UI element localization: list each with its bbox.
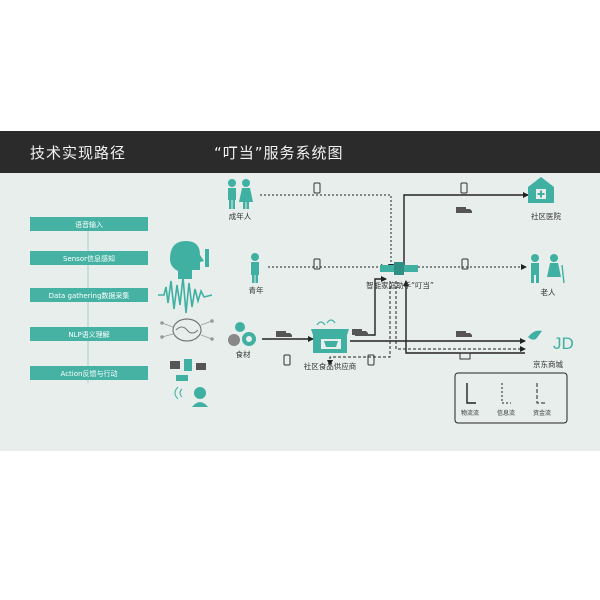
pipeline-step-label: Sensor信息感知 [63, 254, 115, 263]
supplier-shop-icon [311, 319, 349, 353]
truck-icon [456, 331, 472, 337]
legend-item-information: 信息流 [497, 383, 515, 417]
truck-icon [352, 329, 368, 335]
food-supplier-label: 社区食品供应商 [304, 361, 357, 371]
truck-icon [276, 331, 292, 337]
pipeline-step: NLP语义理解 [30, 327, 148, 341]
phone-icon [283, 354, 291, 366]
pipeline: 语音输入 Sensor信息感知 Data gathering数据采集 NLP语义… [30, 217, 148, 383]
jd-logo: JD [528, 330, 574, 353]
pipeline-step: 语音输入 [30, 217, 148, 231]
legend-label: 资金流 [533, 409, 551, 417]
youth-icon [251, 253, 259, 283]
speaking-head-icon [170, 241, 209, 279]
phone-icon [367, 354, 375, 366]
youth-label: 青年 [249, 285, 264, 295]
pipeline-step-label: Data gathering数据采集 [49, 291, 130, 300]
legend: 物流流 信息流 资金流 [454, 372, 568, 424]
truck-icon [456, 207, 472, 213]
right-title: “叮当”服务系统图 [214, 144, 344, 162]
phone-icon [313, 258, 321, 270]
money-icon [459, 352, 471, 360]
legend-item-logistics: 物流流 [461, 383, 479, 417]
service-system-diagram: 语音输入 Sensor信息感知 Data gathering数据采集 NLP语义… [30, 177, 574, 424]
phone-icon [313, 182, 321, 194]
elderly-label: 老人 [541, 287, 556, 297]
community-hospital-label: 社区医院 [531, 211, 561, 221]
assistant-label: 智能家庭助手“叮当” [366, 280, 434, 290]
adult-label: 成年人 [229, 211, 252, 221]
pipeline-step: Sensor信息感知 [30, 251, 148, 265]
flow-glyphs [276, 182, 472, 366]
elderly-couple-icon [531, 254, 565, 284]
assistant-device-icon [380, 262, 418, 275]
slide: 技术实现路径 “叮当”服务系统图 语音输入 Sensor信息感知 Data ga… [0, 131, 600, 451]
pipeline-step-label: NLP语义理解 [68, 330, 109, 339]
phone-icon [460, 182, 468, 194]
jd-logo-text: JD [553, 334, 574, 353]
pipeline-step: Data gathering数据采集 [30, 288, 148, 302]
legend-label: 物流流 [461, 409, 479, 417]
pipeline-step-label: 语音输入 [75, 220, 103, 229]
adult-couple-icon [228, 179, 253, 209]
flow-lines [260, 192, 529, 366]
pipeline-step-label: Action反馈与行动 [61, 369, 118, 378]
jd-mall-label: 京东商城 [533, 359, 563, 369]
header-bar: 技术实现路径 “叮当”服务系统图 [0, 131, 600, 173]
hospital-icon [528, 177, 554, 203]
smart-devices-icon [170, 359, 206, 381]
legend-box [454, 372, 568, 424]
ingredients-label: 食材 [236, 349, 251, 359]
sound-wave-icon [158, 276, 213, 314]
left-title: 技术实现路径 [30, 144, 127, 162]
listening-head-icon [174, 386, 208, 407]
pipeline-step: Action反馈与行动 [30, 366, 148, 380]
ingredients-icon [228, 322, 256, 346]
phone-icon [461, 258, 469, 270]
legend-label: 信息流 [497, 409, 515, 417]
legend-item-capital: 资金流 [533, 383, 551, 417]
brain-network-icon [160, 318, 214, 342]
